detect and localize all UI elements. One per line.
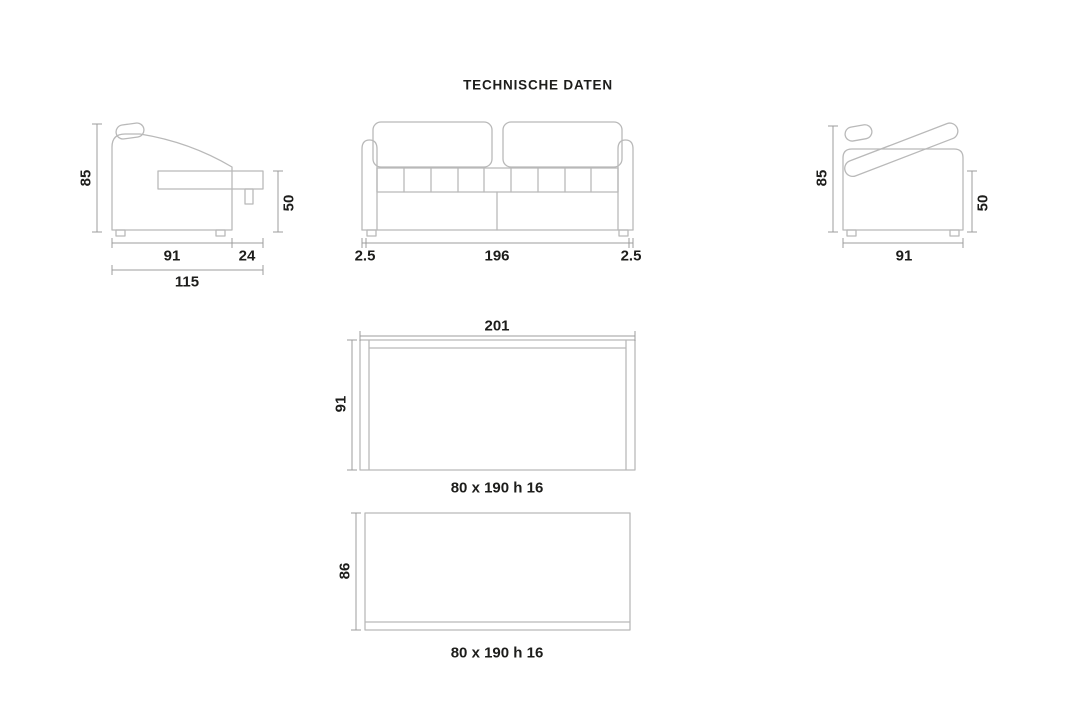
front-view-right-arm-dim: 2.5: [620, 247, 642, 265]
open-view-depth-dim: 91: [895, 247, 913, 265]
front-view-left-arm-dim: 2.5: [354, 247, 376, 265]
side-view-total-depth-dim: 115: [174, 273, 200, 291]
top-view-drawing: [359, 339, 636, 471]
dimension-lines: [92, 123, 977, 631]
bed-top-view-drawing: [364, 512, 631, 631]
bed-view-depth-dim: 86: [336, 562, 354, 580]
open-view-bed-height-dim: 50: [974, 194, 992, 212]
side-view-extension-dim: 24: [238, 247, 256, 265]
top-view-caption: 80 x 190 h 16: [450, 479, 544, 497]
front-view-drawing: [361, 121, 634, 237]
front-view-width-dim: 196: [484, 247, 510, 265]
side-view-mattress-dim: 50: [280, 194, 298, 212]
side-view-height-dim: 85: [77, 169, 95, 187]
open-view-height-dim: 85: [813, 169, 831, 187]
bed-view-caption: 80 x 190 h 16: [450, 644, 544, 662]
side-view-seat-depth-dim: 91: [163, 247, 181, 265]
top-view-depth-dim: 91: [332, 395, 350, 413]
side-view-open-drawing: [842, 122, 964, 237]
page-title: TECHNISCHE DATEN: [463, 77, 613, 93]
side-view-drawing: [111, 122, 264, 237]
top-view-width-dim: 201: [484, 317, 510, 335]
